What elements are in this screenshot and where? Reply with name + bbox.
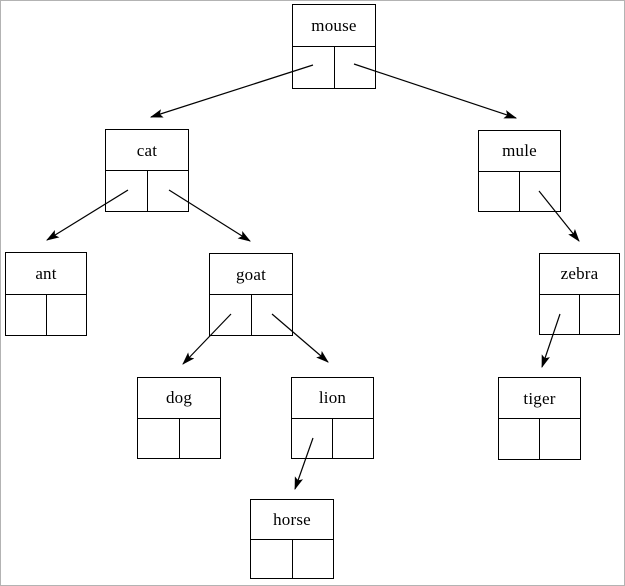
tree-node-ant: ant xyxy=(5,252,87,336)
edge-mouse-mule xyxy=(353,63,518,119)
tree-node-mule: mule xyxy=(478,130,561,212)
tree-node-cat: cat xyxy=(105,129,189,212)
mule-left-pointer-cell xyxy=(479,171,520,211)
horse-right-pointer-cell xyxy=(293,540,334,579)
mouse-right-pointer-cell xyxy=(335,47,376,88)
goat-left-pointer-cell xyxy=(210,295,252,335)
node-label-dog: dog xyxy=(138,378,220,419)
tree-node-dog: dog xyxy=(137,377,221,459)
node-label-mule: mule xyxy=(479,131,560,172)
cat-right-pointer-cell xyxy=(148,171,189,211)
tree-node-goat: goat xyxy=(209,253,293,336)
node-label-ant: ant xyxy=(6,253,86,295)
node-label-mouse: mouse xyxy=(293,5,375,47)
horse-left-pointer-cell xyxy=(251,539,293,578)
goat-right-pointer-cell xyxy=(252,295,293,335)
edge-mouse-cat xyxy=(149,64,314,118)
lion-right-pointer-cell xyxy=(333,419,373,459)
tiger-left-pointer-cell xyxy=(499,419,540,459)
tree-node-tiger: tiger xyxy=(498,377,581,460)
dog-left-pointer-cell xyxy=(138,418,180,458)
node-label-zebra: zebra xyxy=(540,254,619,295)
ant-right-pointer-cell xyxy=(47,295,87,336)
lion-left-pointer-cell xyxy=(292,418,333,458)
tree-node-zebra: zebra xyxy=(539,253,620,335)
tree-node-mouse: mouse xyxy=(292,4,376,89)
tiger-right-pointer-cell xyxy=(540,419,580,459)
mouse-left-pointer-cell xyxy=(293,47,335,88)
zebra-right-pointer-cell xyxy=(580,295,619,335)
cat-left-pointer-cell xyxy=(106,171,148,211)
node-label-goat: goat xyxy=(210,254,292,295)
node-label-tiger: tiger xyxy=(499,378,580,419)
node-label-horse: horse xyxy=(251,500,333,540)
node-label-lion: lion xyxy=(292,378,373,419)
tree-node-horse: horse xyxy=(250,499,334,579)
ant-left-pointer-cell xyxy=(6,294,47,335)
dog-right-pointer-cell xyxy=(180,419,221,459)
zebra-left-pointer-cell xyxy=(540,294,580,334)
tree-node-lion: lion xyxy=(291,377,374,459)
mule-right-pointer-cell xyxy=(520,172,560,212)
node-label-cat: cat xyxy=(106,130,188,171)
